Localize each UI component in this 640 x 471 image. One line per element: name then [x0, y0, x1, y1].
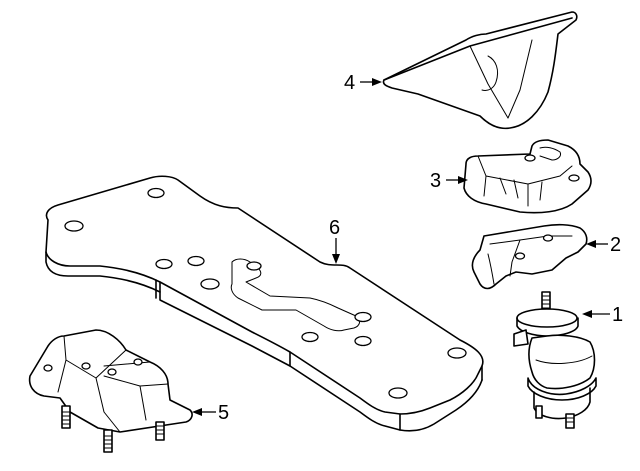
callout-5-label: 5 [218, 402, 229, 424]
callout-4-label: 4 [344, 72, 355, 94]
callout-1-label: 1 [612, 304, 623, 326]
part-2-bracket [471, 223, 588, 290]
callout-1: 1 [582, 304, 623, 326]
part-4-bracket [382, 11, 578, 130]
part-5-mount [28, 329, 193, 453]
callout-6: 6 [329, 217, 340, 264]
callout-3: 3 [430, 170, 468, 192]
callout-5: 5 [192, 402, 229, 424]
part-1-mount [513, 291, 597, 429]
part-6-crossmember [45, 175, 484, 432]
part-3-cushion [463, 139, 592, 214]
callout-4: 4 [344, 72, 382, 94]
callout-6-label: 6 [329, 217, 340, 239]
callout-2: 2 [586, 234, 621, 256]
callout-3-label: 3 [430, 170, 441, 192]
callout-2-label: 2 [610, 234, 621, 256]
